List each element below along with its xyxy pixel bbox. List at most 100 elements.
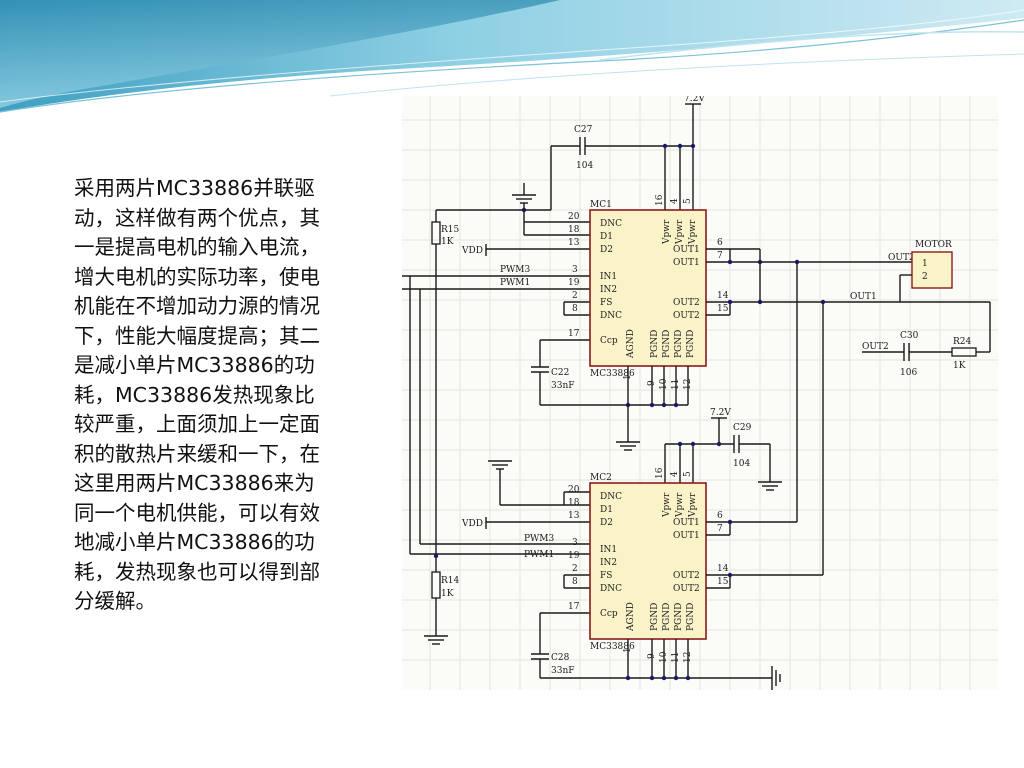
schematic-pin-label: IN2 bbox=[600, 558, 617, 568]
resistor-r14: R14 1K bbox=[424, 556, 460, 645]
schematic-pin-label: 3 bbox=[572, 265, 578, 275]
schematic-pin-label: FS bbox=[600, 298, 612, 308]
schematic-pin-label: 16 bbox=[655, 467, 665, 479]
body-line: 同一个电机供能，可以有效 bbox=[74, 500, 320, 525]
c28-ref: C28 bbox=[551, 653, 570, 663]
body-line: 地减小单片MC33886的功 bbox=[74, 530, 315, 554]
schematic-pin-label: OUT2 bbox=[673, 311, 700, 321]
schematic-pin-label: OUT1 bbox=[673, 245, 700, 255]
body-line: 下，性能大幅度提高；其二 bbox=[74, 323, 320, 348]
schematic-pin-label: 17 bbox=[568, 329, 580, 339]
schematic-pin-label: D1 bbox=[600, 232, 613, 242]
body-line: 机能在不增加动力源的情况 bbox=[74, 294, 320, 318]
schematic-pin-label: PGND bbox=[674, 330, 684, 358]
body-line: 是减小单片MC33886的功 bbox=[74, 353, 315, 377]
r14-value: 1K bbox=[441, 589, 454, 599]
body-line: 耗，MC33886发热现象比 bbox=[74, 382, 315, 407]
r24-ref: R24 bbox=[953, 337, 972, 347]
c22-value: 33nF bbox=[551, 381, 575, 391]
schematic-pin-label: PGND bbox=[686, 330, 696, 358]
out1-label: OUT1 bbox=[850, 292, 877, 302]
capacitor-c22: C22 33nF bbox=[531, 339, 590, 396]
schematic-pin-label: 4 bbox=[670, 471, 680, 477]
r24-value: 1K bbox=[953, 361, 966, 371]
schematic-pin-label: 8 bbox=[572, 577, 578, 587]
schematic-pin-label: 15 bbox=[717, 577, 729, 587]
body-line: 积的散热片来缓和一下，在 bbox=[74, 441, 320, 466]
ground-symbol-ic2-bottom bbox=[771, 666, 781, 690]
schematic-pin-label: PGND bbox=[650, 330, 660, 358]
schematic-pin-label: 4 bbox=[670, 198, 680, 204]
schematic-pin-label: OUT1 bbox=[673, 531, 700, 541]
ic2-ref: MC2 bbox=[590, 473, 612, 483]
schematic-pin-label: 6 bbox=[717, 238, 723, 248]
supply-mid-label: 7.2V bbox=[710, 408, 731, 418]
supply-7v2-mid: 7.2V bbox=[710, 408, 731, 444]
schematic-pin-label: PGND bbox=[662, 603, 672, 631]
schematic-pin-label: OUT2 bbox=[673, 571, 700, 581]
schematic-pin-label: PGND bbox=[662, 330, 672, 358]
schematic-pin-label: OUT1 bbox=[673, 258, 700, 268]
schematic-pin-label: OUT2 bbox=[673, 298, 700, 308]
schematic-pin-label: D2 bbox=[600, 245, 613, 255]
vdd-label-ic1: VDD bbox=[461, 246, 483, 256]
schematic-pin-label: PGND bbox=[674, 603, 684, 631]
schematic-pin-label: Vpwr bbox=[688, 219, 698, 245]
schematic-pin-label: IN2 bbox=[600, 285, 617, 295]
schematic-pin-label: 3 bbox=[572, 538, 578, 548]
out2-label-snubber: OUT2 bbox=[862, 342, 889, 352]
schematic-pin-label: 14 bbox=[717, 291, 729, 301]
schematic-pin-label: D1 bbox=[600, 505, 613, 515]
schematic-pin-label: DNC bbox=[600, 219, 622, 229]
schematic-pin-label: IN1 bbox=[600, 545, 617, 555]
schematic-pin-label: AGND bbox=[626, 329, 636, 359]
body-line: 动，这样做有两个优点，其 bbox=[74, 205, 320, 230]
pwm1-label-ic1: PWM1 bbox=[500, 278, 530, 288]
pwm3-label-ic2: PWM3 bbox=[524, 534, 555, 544]
pwm1-label-ic2: PWM1 bbox=[524, 550, 554, 560]
r15-ref: R15 bbox=[441, 225, 460, 235]
ic1-ref: MC1 bbox=[590, 200, 612, 210]
ground-symbol-ic1-dnc bbox=[512, 183, 590, 223]
body-line: 增大电机的实际功率，使电 bbox=[74, 264, 320, 289]
schematic-pin-label: 18 bbox=[568, 498, 580, 508]
schematic-pin-label: 7 bbox=[717, 524, 723, 534]
body-paragraph: 采用两片MC33886并联驱 动，这样做有两个优点，其 一是提高电机的输入电流，… bbox=[74, 174, 386, 617]
schematic-pin-label: D2 bbox=[600, 518, 613, 528]
header-wave-decoration bbox=[0, 0, 1024, 120]
capacitor-c28: C28 33nF bbox=[531, 612, 590, 678]
schematic-pin-label: 14 bbox=[717, 564, 729, 574]
pwm3-label-ic1: PWM3 bbox=[500, 265, 531, 275]
schematic-pin-label: PGND bbox=[686, 603, 696, 631]
schematic-pin-label: 20 bbox=[568, 485, 580, 495]
resistor-r15: R15 1K bbox=[431, 209, 524, 556]
ic-mc1: MC1 MC33886 DNC D1 D2 IN1 IN2 FS DNC Ccp… bbox=[568, 194, 729, 390]
r14-ref: R14 bbox=[441, 576, 460, 586]
body-line: 一是提高电机的输入电流， bbox=[74, 235, 320, 259]
schematic-pin-label: 17 bbox=[568, 602, 580, 612]
schematic-pin-label: Vpwr bbox=[675, 492, 685, 518]
body-line: 这里用两片MC33886来为 bbox=[74, 471, 315, 495]
r15-value: 1K bbox=[441, 237, 454, 247]
c30-value: 106 bbox=[900, 368, 917, 378]
supply-7v2-top: 7.2V bbox=[684, 96, 705, 128]
schematic-pin-label: FS bbox=[600, 571, 612, 581]
capacitor-c29: C29 104 bbox=[665, 423, 782, 491]
vdd-ic1: VDD bbox=[461, 244, 590, 256]
body-line: 采用两片MC33886并联驱 bbox=[74, 176, 315, 200]
c27-value: 104 bbox=[576, 161, 593, 171]
body-line: 较严重，上面须加上一定面 bbox=[74, 412, 320, 436]
schematic-pin-label: 13 bbox=[568, 238, 580, 248]
capacitor-c30: C30 106 OUT2 bbox=[862, 331, 952, 378]
ic-mc2: MC2 MC33886 DNC D1 D2 IN1 IN2 FS DNC Ccp… bbox=[568, 467, 729, 663]
motor-connector: MOTOR 1 2 bbox=[899, 240, 953, 302]
c29-value: 104 bbox=[733, 459, 750, 469]
schematic-pin-label: 20 bbox=[568, 212, 580, 222]
motor-label: MOTOR bbox=[915, 240, 952, 250]
schematic-pin-label: DNC bbox=[600, 584, 622, 594]
schematic-pin-label: 8 bbox=[572, 304, 578, 314]
schematic-pin-label: Ccp bbox=[600, 609, 618, 619]
schematic-pin-label: 5 bbox=[683, 471, 693, 477]
vdd-ic2: VDD bbox=[461, 517, 590, 529]
schematic-pin-label: Ccp bbox=[600, 336, 618, 346]
